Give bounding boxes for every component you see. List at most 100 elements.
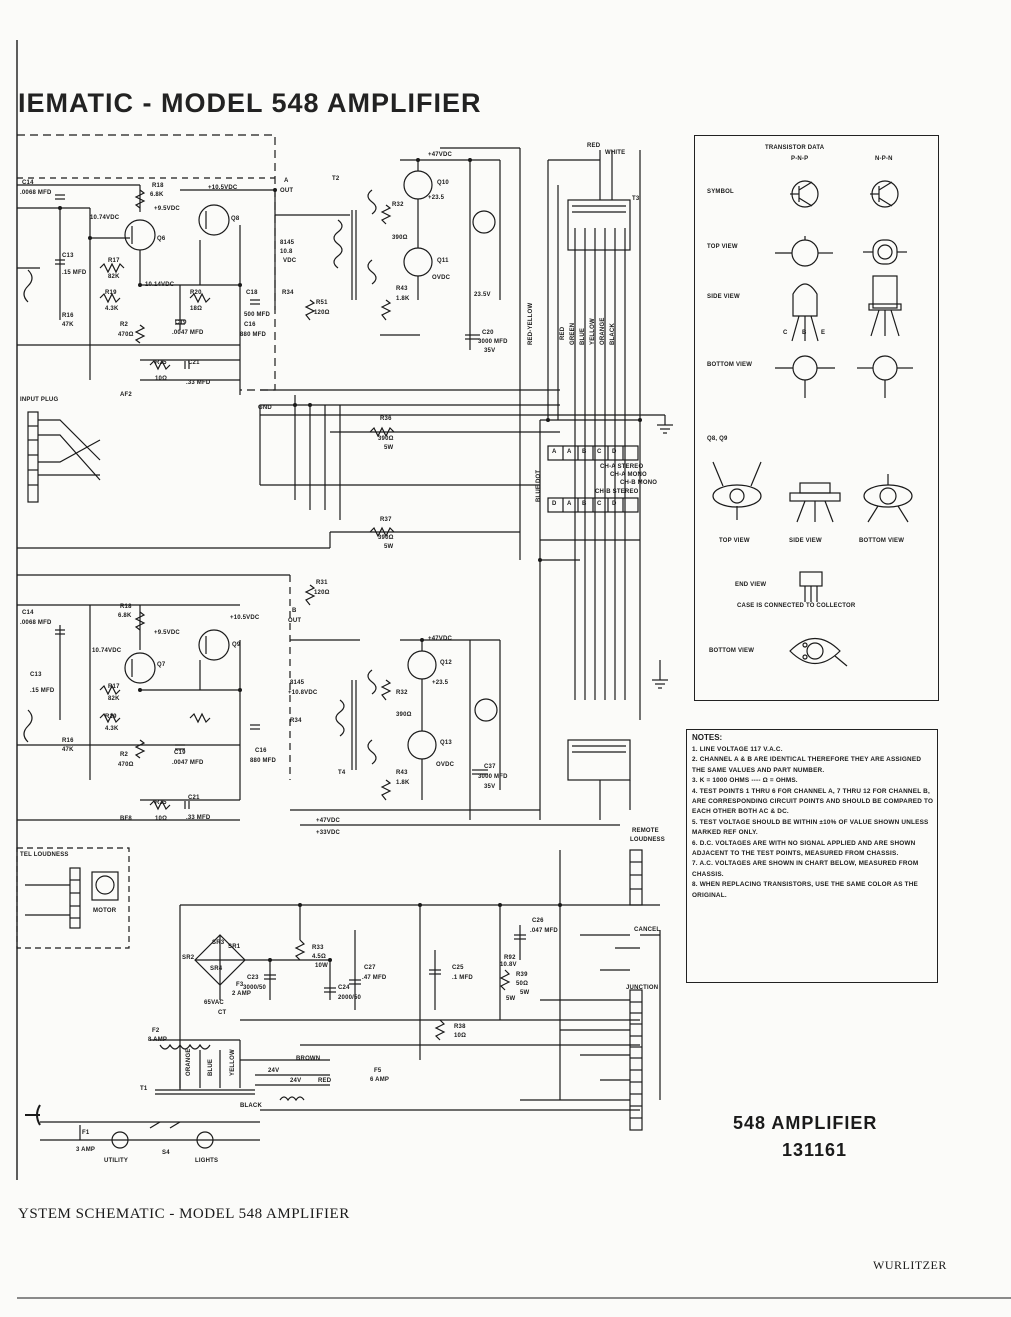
label-r37-watts: 5W (384, 544, 394, 550)
label-out-b: OUT (288, 618, 302, 624)
label-c16-b: C16 (255, 748, 267, 754)
label-c21-a: C21 (188, 360, 200, 366)
label-c19-value-a: .0047 MFD (172, 330, 204, 336)
power-bottom-view-label: BOTTOM VIEW (709, 648, 755, 654)
label-wire-brown: BROWN (296, 1056, 321, 1062)
plug-b-cell-1: D (552, 501, 557, 507)
label-65vac: 65VAC (204, 1000, 224, 1006)
label-r17-a: R17 (108, 258, 120, 264)
label-24v-1: 24V (268, 1068, 280, 1074)
label-v-zero-b: OVDC (436, 762, 455, 768)
label-loudness: LOUDNESS (630, 837, 665, 843)
label-v-supply-b: +47VDC (428, 636, 453, 642)
label-r20-value-a: 18Ω (190, 306, 203, 312)
label-c23: C23 (247, 975, 259, 981)
label-wire-red-yellow: RED-YELLOW (528, 302, 534, 345)
plug-b-cell-3: B (582, 501, 587, 507)
label-r18-value-a: 6.8K (150, 192, 164, 198)
label-r31-value-b: 120Ω (314, 590, 330, 596)
label-t3: T3 (632, 196, 640, 202)
label-r31-b: R31 (316, 580, 328, 586)
note-item: 2. CHANNEL A & B ARE IDENTICAL THEREFORE… (692, 756, 922, 774)
label-r17-value-a: 82K (108, 274, 120, 280)
label-v-driver-b: +10.5VDC (230, 615, 260, 621)
label-v-out-a: 23.5V (474, 292, 491, 298)
label-out-a: OUT (280, 188, 294, 194)
label-c18-a: C18 (246, 290, 258, 296)
label-v-collector-a: +9.5VDC (154, 206, 180, 212)
pin-b: B (802, 330, 807, 336)
label-tp8145-b: 8145 (290, 680, 305, 686)
transistor-drawings (712, 180, 913, 667)
label-r32-a: R32 (392, 202, 404, 208)
label-c18-value-a: 500 MFD (244, 312, 271, 318)
label-r34-a: R34 (282, 290, 294, 296)
label-c20-value: 3000 MFD (478, 339, 508, 345)
label-r19-a: R19 (105, 290, 117, 296)
label-c27-value: .47 MFD (362, 975, 387, 981)
label-af2: AF2 (120, 392, 132, 398)
notes-heading: NOTES: (692, 733, 723, 742)
label-q12: Q12 (440, 660, 452, 666)
label-wire-orange: ORANGE (600, 317, 606, 345)
label-sr4: SR4 (210, 966, 223, 972)
type-npn: N-P-N (875, 156, 893, 162)
label-c16-value-b: 880 MFD (250, 758, 277, 764)
end-view-label: END VIEW (735, 582, 767, 588)
label-junction: JUNCTION (626, 985, 659, 991)
label-q7: Q7 (157, 662, 166, 668)
label-wire-red: RED (560, 326, 566, 340)
label-r16-b: R16 (62, 738, 74, 744)
label-r36: R36 (380, 416, 392, 422)
label-c19-value-b: .0047 MFD (172, 760, 204, 766)
note-item: 5. TEST VOLTAGE SHOULD BE WITHIN ±10% OF… (692, 818, 929, 837)
label-r19-value-a: 4.3K (105, 306, 119, 312)
label-gnd: GND (258, 405, 272, 411)
label-c13-value-b: .15 MFD (30, 688, 55, 694)
label-c20-rating: 35V (484, 348, 496, 354)
model-number: 131161 (782, 1140, 848, 1160)
label-r2-value-a: 470Ω (118, 332, 134, 338)
label-v-base-b: 10.74VDC (92, 648, 122, 654)
label-r43-b: R43 (396, 770, 408, 776)
label-wire-blue: BLUE (580, 327, 586, 345)
label-c25: C25 (452, 965, 464, 971)
label-r2-value-b: 470Ω (118, 762, 134, 768)
power-bottom-view: BOTTOM VIEW (859, 538, 905, 544)
label-r34-b: R34 (290, 718, 302, 724)
label-c16-a: C16 (244, 322, 256, 328)
row-top-view: TOP VIEW (707, 244, 738, 250)
label-c13-value-a: .15 MFD (62, 270, 87, 276)
plug-a-cell-5: D (612, 449, 617, 455)
label-r39-watts: 5W (520, 990, 530, 996)
label-r18-a: R18 (152, 183, 164, 189)
label-c19-a: C19 (175, 320, 187, 326)
label-r2-b: R2 (120, 752, 129, 758)
label-c21-b: C21 (188, 795, 200, 801)
transistor-data-heading: TRANSISTOR DATA (765, 145, 825, 151)
notes-list: 1. LINE VOLTAGE 117 V.A.C. 2. CHANNEL A … (692, 745, 935, 901)
label-c14-a: C14 (22, 180, 34, 186)
label-q8: Q8 (231, 216, 240, 222)
label-point-b: B (292, 608, 297, 614)
label-point-a: A (284, 178, 289, 184)
label-wire-black-ps: BLACK (240, 1103, 262, 1109)
label-r33: R33 (312, 945, 324, 951)
label-wire-white: WHITE (605, 150, 626, 156)
label-c25-value: .1 MFD (452, 975, 473, 981)
label-f1: F1 (82, 1130, 90, 1136)
label-r17-value-b: 82K (108, 696, 120, 702)
label-bf8: BF8 (120, 816, 132, 822)
label-24v-2: 24V (290, 1078, 302, 1084)
label-v-mid-a: +23.5 (428, 195, 445, 201)
label-r17-b: R17 (108, 684, 120, 690)
label-r33-value: 4.5Ω (312, 954, 326, 960)
label-f5-value: 6 AMP (370, 1077, 390, 1083)
row-symbol: SYMBOL (707, 189, 734, 195)
label-r92-watts: 5W (506, 996, 516, 1002)
label-q11: Q11 (437, 258, 449, 264)
label-utility: UTILITY (104, 1158, 129, 1164)
label-c20: C20 (482, 330, 494, 336)
label-r92: R92 (504, 955, 516, 961)
